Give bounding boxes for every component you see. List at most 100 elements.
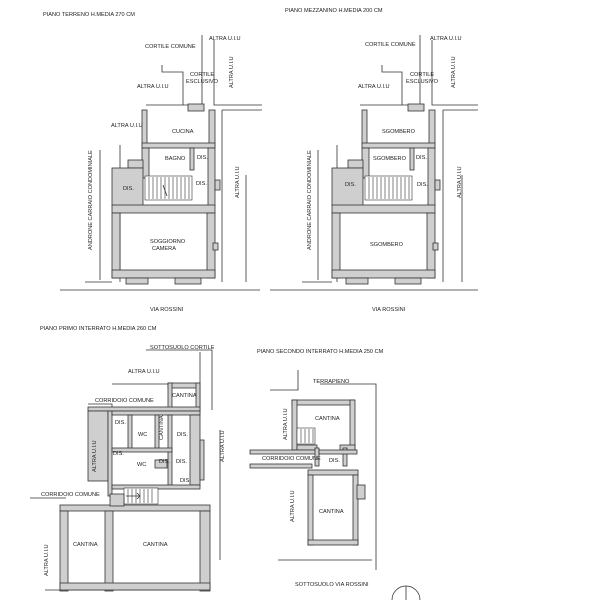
label-dis: DIS. xyxy=(416,155,427,161)
wall xyxy=(339,444,356,451)
wall xyxy=(356,484,366,500)
label-cortile: CORTILE xyxy=(410,72,434,78)
label-altra-uiu-vertical: ALTRA U.I.U xyxy=(220,430,226,462)
stair-arrow xyxy=(162,184,168,197)
wall xyxy=(111,204,216,214)
wall xyxy=(361,109,368,146)
label-via-rossini: VIA ROSSINI xyxy=(372,307,406,313)
first-basement-plan: PIANO PRIMO INTERRATO H.MEDIA 260 CM xyxy=(30,326,226,592)
label-wc: WC xyxy=(137,462,146,468)
label-altra-uiu-vertical: ALTRA U.I.U xyxy=(290,490,296,522)
wall xyxy=(347,159,364,169)
label-sgombero: SGOMBERO xyxy=(373,156,407,162)
label-bagno: BAGNO xyxy=(165,156,186,162)
label-soggiorno: SOGGIORNO xyxy=(150,239,186,245)
label-cortile: CORTILE xyxy=(190,72,214,78)
wall xyxy=(291,399,355,406)
label-altra-uiu-vertical: ALTRA U.I.U xyxy=(44,544,50,576)
label-dis: DIS. xyxy=(159,459,170,465)
label-altra-uiu-vertical: ALTRA U.I.U xyxy=(92,440,98,472)
wall xyxy=(331,269,436,279)
compass-icon xyxy=(391,585,421,600)
wall xyxy=(394,277,422,285)
wall xyxy=(87,406,201,412)
label-dis: DIS. xyxy=(180,478,191,484)
right-boundary-line xyxy=(213,40,262,106)
label-dis: DIS. xyxy=(345,182,356,188)
label-altra-uiu: ALTRA U.I.U xyxy=(111,123,143,129)
first-basement-title: PIANO PRIMO INTERRATO H.MEDIA 260 CM xyxy=(40,326,157,332)
label-sottosuolo-via-rossini: SOTTOSUOLO VIA ROSSINI xyxy=(295,582,369,588)
wall xyxy=(59,504,211,512)
mezzanine-title: PIANO MEZZANINO H.MEDIA 200 CM xyxy=(285,8,383,14)
label-sgombero: SGOMBERO xyxy=(382,129,416,135)
label-dis: DIS. xyxy=(113,451,124,457)
wall xyxy=(345,277,369,285)
label-cantina: CANTINA xyxy=(319,509,344,515)
wall xyxy=(174,277,202,285)
right-side-lines xyxy=(302,110,463,283)
label-camera: CAMERA xyxy=(152,246,176,252)
wall xyxy=(212,242,219,251)
label-esclusivo: ESCLUSIVO xyxy=(186,79,219,85)
label-wc: WC xyxy=(138,432,147,438)
label-corridoio-comune: CORRIDOIO COMUNE xyxy=(95,398,154,404)
wall xyxy=(199,439,205,481)
label-altra-uiu-vertical: ALTRA U.I.U xyxy=(457,166,463,198)
right-boundary-line xyxy=(431,40,478,106)
label-dis: DIS. xyxy=(123,186,134,192)
wall xyxy=(434,179,441,191)
label-corridoio-comune: CORRIDOIO COMUNE xyxy=(41,492,100,498)
wall xyxy=(208,109,216,147)
label-cortile-comune: CORTILE COMUNE xyxy=(365,42,416,48)
label-altra-uiu: ALTRA U.I.U xyxy=(209,36,241,42)
label-altra-uiu-vertical: ALTRA U.I.U xyxy=(451,56,457,88)
wall xyxy=(59,582,211,591)
right-side-lines xyxy=(85,110,247,283)
wall xyxy=(141,142,216,149)
label-altra-uiu: ALTRA U.I.U xyxy=(128,369,160,375)
wall xyxy=(307,469,359,476)
wall xyxy=(109,493,125,507)
wall xyxy=(111,447,173,453)
label-androne-vertical: ANDRONE CARRAIO CONDOMINIALE xyxy=(88,150,94,250)
wall xyxy=(104,510,114,592)
wall xyxy=(249,463,313,469)
label-terrapieno: TERRAPIENO xyxy=(313,379,350,385)
label-dis: DIS. xyxy=(115,420,126,426)
wall xyxy=(59,510,69,592)
label-cucina: CUCINA xyxy=(172,129,194,135)
wall xyxy=(127,159,144,169)
label-sgombero: SGOMBERO xyxy=(370,242,404,248)
label-altra-uiu-vertical: ALTRA U.I.U xyxy=(229,56,235,88)
wall xyxy=(349,399,356,451)
wall xyxy=(187,103,205,112)
wall xyxy=(207,147,216,207)
label-dis: DIS. xyxy=(417,182,428,188)
ground-floor-plan: PIANO TERRENO H.MEDIA 270 CM CORTILE xyxy=(43,12,262,313)
wall xyxy=(141,109,148,146)
label-sottosuolo-cortile: SOTTOSUOLO CORTILE xyxy=(150,345,215,351)
label-dis: DIS. xyxy=(177,432,188,438)
wall xyxy=(291,399,298,451)
label-altra-uiu-vertical: ALTRA U.I.U xyxy=(235,166,241,198)
label-cantina: CANTINA xyxy=(143,542,168,548)
mezzanine-floor-plan: PIANO MEZZANINO H.MEDIA 200 CM CORTILE C… xyxy=(270,8,478,313)
label-via-rossini: VIA ROSSINI xyxy=(150,307,184,313)
label-altra-uiu: ALTRA U.I.U xyxy=(358,84,390,90)
wall xyxy=(409,147,415,171)
wall xyxy=(432,242,439,251)
stair-treads xyxy=(300,429,314,443)
wall xyxy=(125,277,149,285)
label-esclusivo: ESCLUSIVO xyxy=(406,79,439,85)
wall-block-left xyxy=(111,167,144,207)
second-basement-title: PIANO SECONDO INTERRATO H.MEDIA 250 CM xyxy=(257,349,384,355)
courtyard-outline xyxy=(381,35,421,106)
courtyard-outline xyxy=(161,35,203,106)
label-dis: DIS. xyxy=(197,155,208,161)
label-altra-uiu-vertical: ALTRA U.I.U xyxy=(283,408,289,440)
wall xyxy=(111,212,121,279)
wall xyxy=(407,103,425,112)
wall xyxy=(249,449,321,455)
